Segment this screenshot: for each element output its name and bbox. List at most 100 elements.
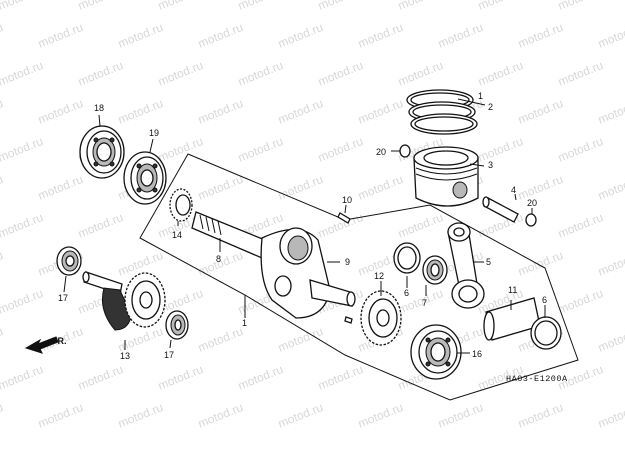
washer-6-right[interactable] [530,316,562,350]
watermark-text: motod.ru [0,248,5,279]
watermark-text: motod.ru [236,134,285,165]
callout-19: 19 [149,128,159,138]
watermark-text: motod.ru [236,58,285,89]
bearing-17-upper[interactable] [56,246,82,276]
watermark-text: motod.ru [356,172,405,203]
watermark-text: motod.ru [0,20,5,51]
watermark-text: motod.ru [0,0,45,13]
callout-17b: 17 [164,350,174,360]
watermark-text: motod.ru [0,96,5,127]
piston-3[interactable] [413,146,479,207]
watermark-text: motod.ru [516,400,565,431]
watermark-text: motod.ru [156,0,205,13]
watermark-text: motod.ru [516,248,565,279]
watermark-text: motod.ru [596,400,625,431]
watermark-text: motod.ru [356,400,405,431]
watermark-text: motod.ru [0,324,5,355]
watermark-text: motod.ru [516,20,565,51]
callout-6b: 6 [542,295,547,305]
watermark-text: motod.ru [116,96,165,127]
leader-lines [63,98,546,354]
washer-6-left[interactable] [393,242,421,274]
watermark-text: motod.ru [196,172,245,203]
watermark-text: motod.ru [196,400,245,431]
connecting-rod-5[interactable] [447,222,485,309]
watermark-text: motod.ru [596,172,625,203]
piston-pin-4[interactable] [482,196,519,223]
gear-12[interactable] [344,290,402,346]
watermark-text: motod.ru [276,20,325,51]
piston-rings-2[interactable] [406,89,478,135]
watermark-text: motod.ru [196,324,245,355]
watermark-text: motod.ru [196,96,245,127]
watermark-text: motod.ru [356,96,405,127]
callout-9: 9 [345,257,350,267]
watermark-text: motod.ru [0,210,45,241]
watermark-text: motod.ru [0,286,45,317]
callout-20b: 20 [527,198,537,208]
bearing-18[interactable] [79,125,125,179]
callout-17a: 17 [58,293,68,303]
watermark-text: motod.ru [156,58,205,89]
clip-20-right[interactable] [525,213,537,227]
watermark-text: motod.ru [36,400,85,431]
callout-18: 18 [94,103,104,113]
diagram-code: HA03-E1200A [506,374,568,384]
watermark-text: motod.ru [396,58,445,89]
callout-2: 2 [488,102,493,112]
watermark-text: motod.ru [596,20,625,51]
watermark-text: motod.ru [0,172,5,203]
watermark-text: motod.ru [316,134,365,165]
front-direction-arrow: FR. [24,336,67,354]
watermark-text: motod.ru [556,134,605,165]
clip-20-top[interactable] [399,144,411,158]
needle-bearing-7[interactable] [422,255,448,285]
callout-3: 3 [488,160,493,170]
pin-10[interactable] [337,212,351,224]
watermark-text: motod.ru [396,210,445,241]
watermark-text: motod.ru [316,0,365,13]
callout-14: 14 [172,230,182,240]
callout-6a: 6 [404,288,409,298]
balancer-shaft-13[interactable] [82,271,166,331]
watermark-text: motod.ru [436,400,485,431]
watermark-text: motod.ru [36,172,85,203]
bearing-17-lower[interactable] [165,310,189,340]
watermark-text: motod.ru [236,362,285,393]
watermark-text: motod.ru [76,210,125,241]
callout-12: 12 [374,271,384,281]
watermark-text: motod.ru [156,362,205,393]
watermark-text: motod.ru [0,400,5,431]
watermark-text: motod.ru [36,20,85,51]
watermark-text: motod.ru [276,400,325,431]
watermark-text: motod.ru [236,0,285,13]
watermark-text: motod.ru [0,134,45,165]
watermark-text: motod.ru [556,58,605,89]
watermark-text: motod.ru [316,58,365,89]
bearing-19[interactable] [123,151,167,205]
gear-14[interactable] [169,188,193,222]
watermark-text: motod.ru [356,20,405,51]
watermark-text: motod.ru [476,134,525,165]
watermark-text: motod.ru [0,58,45,89]
watermark-text: motod.ru [76,0,125,13]
watermark-text: motod.ru [116,400,165,431]
callout-1b: 1 [242,318,247,328]
watermark-text: motod.ru [516,96,565,127]
callout-13: 13 [120,351,130,361]
watermark-text: motod.ru [556,210,605,241]
callout-1: 1 [478,91,483,101]
crankshaft[interactable] [191,211,356,319]
callout-7: 7 [422,298,427,308]
watermark-text: motod.ru [476,0,525,13]
callout-8: 8 [216,254,221,264]
watermark-text: motod.ru [396,0,445,13]
bearing-16[interactable] [410,324,462,380]
watermark-text: motod.ru [476,58,525,89]
watermark-text: motod.ru [276,172,325,203]
watermark-text: motod.ru [556,0,605,13]
watermark-text: motod.ru [556,286,605,317]
callout-10: 10 [342,195,352,205]
callout-16: 16 [472,349,482,359]
watermark-text: motod.ru [436,20,485,51]
